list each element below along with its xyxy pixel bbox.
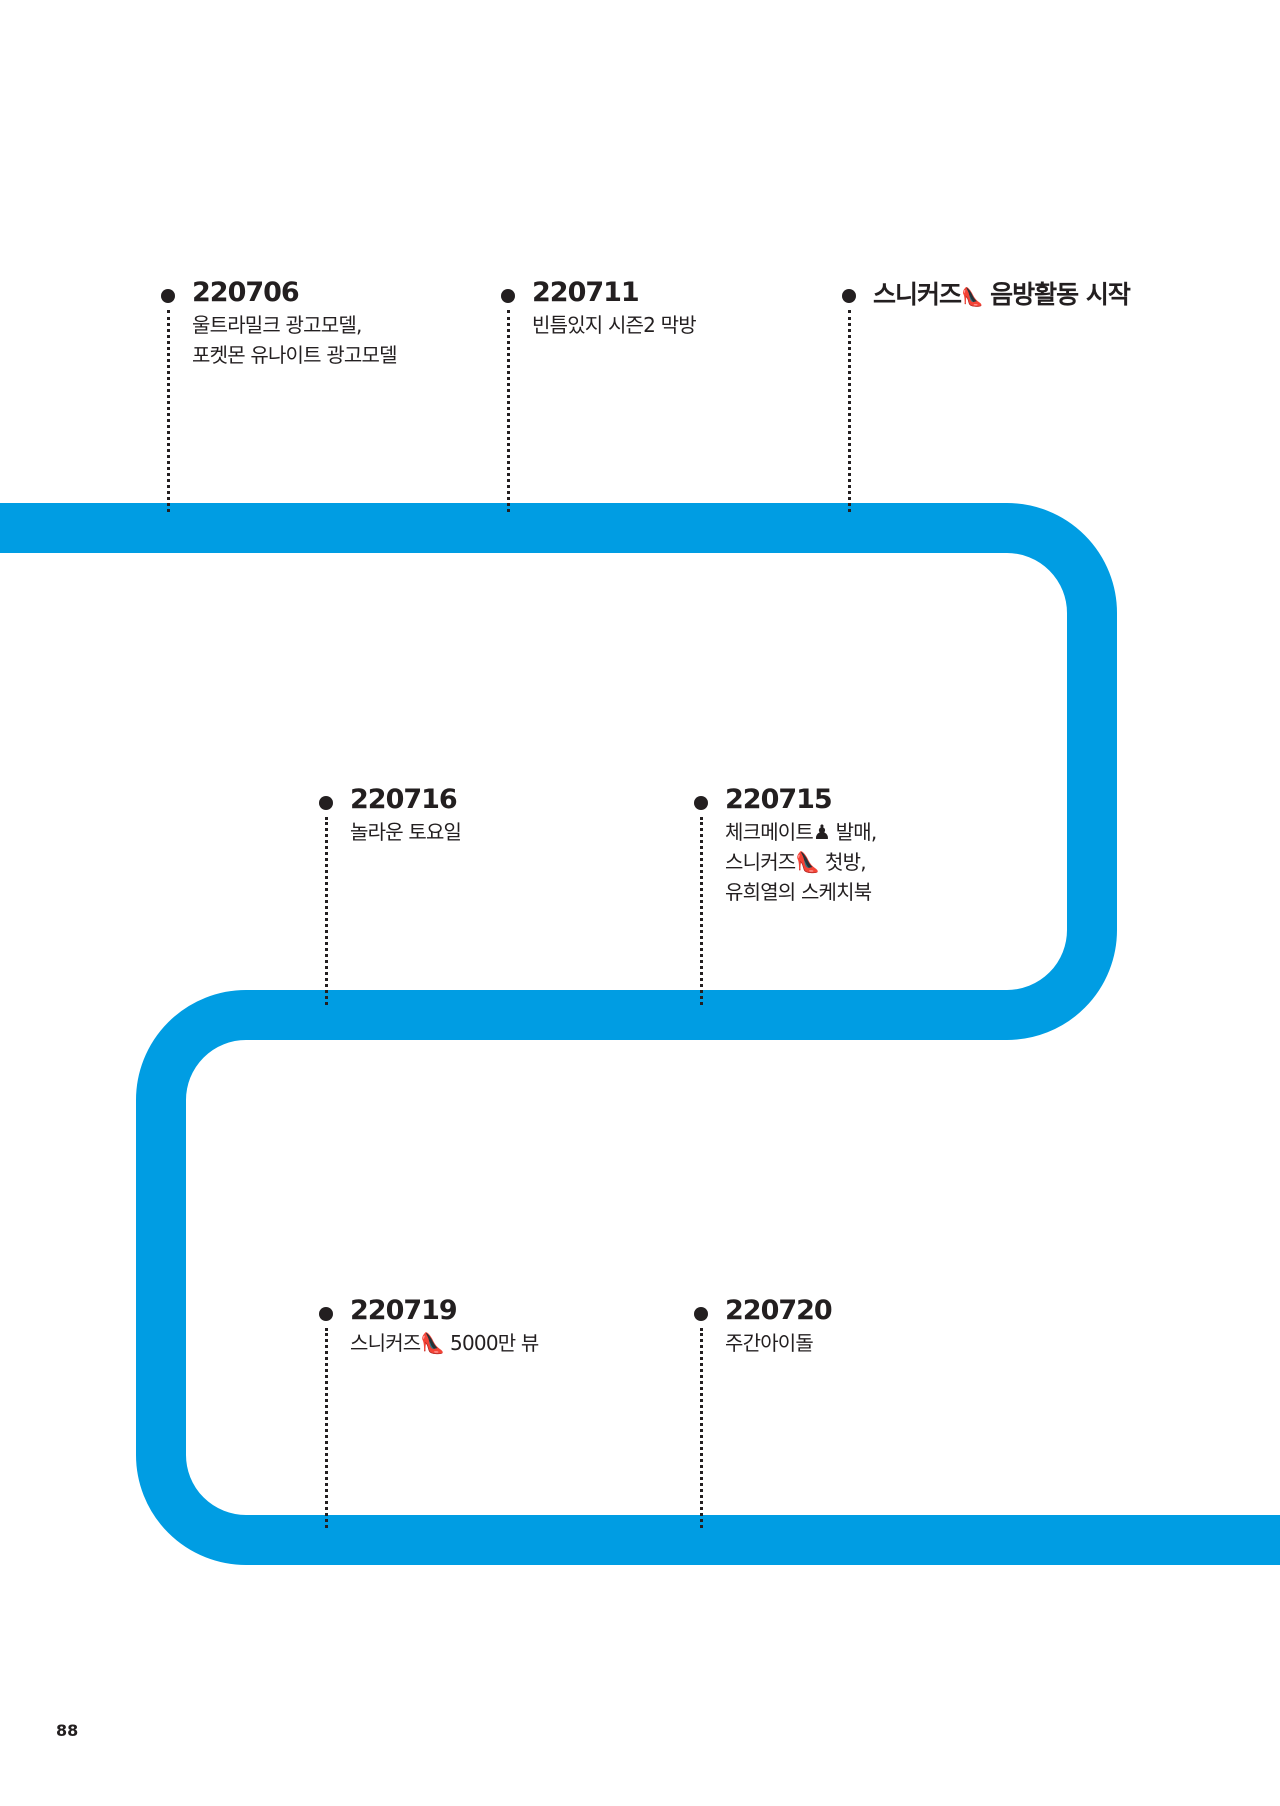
event-date: 220719 xyxy=(350,1295,458,1326)
event-connector xyxy=(848,310,851,512)
event-headline: 스니커즈👠 음방활동 시작 xyxy=(873,277,1131,316)
event-line: 놀라운 토요일 xyxy=(350,820,462,844)
headline-rest: 음방활동 시작 xyxy=(990,280,1131,309)
event-connector xyxy=(700,1328,703,1528)
event-description: 체크메이트♟ 발매, 스니커즈👠 첫방, 유희열의 스케치북 xyxy=(725,817,877,907)
event-date: 220715 xyxy=(725,784,833,815)
event-date: 220716 xyxy=(350,784,458,815)
event-date: 220711 xyxy=(532,277,640,308)
event-description: 주간아이돌 xyxy=(725,1328,814,1358)
event-line: 울트라밀크 광고모델, xyxy=(192,313,362,337)
event-line: 스니커즈👠 5000만 뷰 xyxy=(350,1331,539,1355)
event-connector xyxy=(167,310,170,512)
event-line: 체크메이트♟ 발매, xyxy=(725,820,877,844)
event-description: 스니커즈👠 5000만 뷰 xyxy=(350,1328,539,1358)
page-number: 88 xyxy=(56,1721,79,1740)
event-bullet xyxy=(501,289,515,303)
event-bullet xyxy=(161,289,175,303)
event-line: 유희열의 스케치북 xyxy=(725,880,872,904)
event-line: 스니커즈👠 첫방, xyxy=(725,850,867,874)
event-bullet xyxy=(694,1307,708,1321)
event-bullet xyxy=(319,796,333,810)
event-bullet xyxy=(842,289,856,303)
sneaker-icon: 👠 xyxy=(961,287,983,308)
road-path xyxy=(0,503,1280,1565)
event-bullet xyxy=(319,1307,333,1321)
event-line: 빈틈있지 시즌2 막방 xyxy=(532,313,697,337)
event-line: 포켓몬 유나이트 광고모델 xyxy=(192,343,398,367)
event-date: 220720 xyxy=(725,1295,833,1326)
event-connector xyxy=(325,1328,328,1528)
headline-title: 스니커즈 xyxy=(873,280,962,309)
event-description: 빈틈있지 시즌2 막방 xyxy=(532,310,697,340)
event-bullet xyxy=(694,796,708,810)
event-connector xyxy=(507,310,510,512)
event-line: 주간아이돌 xyxy=(725,1331,814,1355)
event-date: 220706 xyxy=(192,277,300,308)
event-description: 놀라운 토요일 xyxy=(350,817,462,847)
event-description: 울트라밀크 광고모델, 포켓몬 유나이트 광고모델 xyxy=(192,310,398,370)
event-connector xyxy=(325,817,328,1005)
event-connector xyxy=(700,817,703,1005)
